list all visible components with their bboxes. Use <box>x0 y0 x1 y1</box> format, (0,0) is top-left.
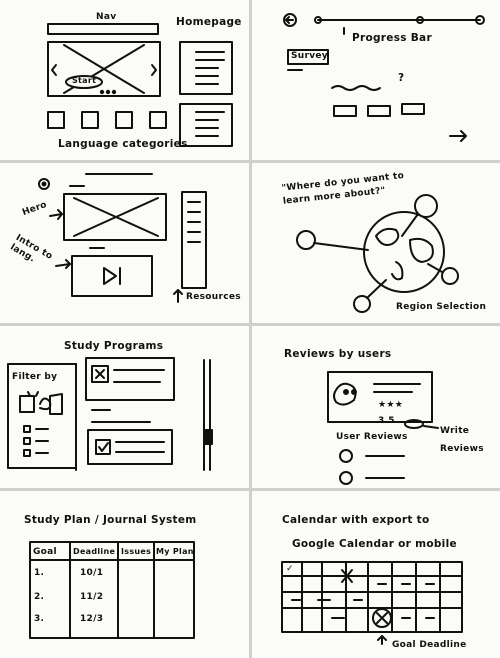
start-button <box>65 75 103 89</box>
calendar-grid <box>281 561 463 633</box>
program-checkbox <box>91 365 109 383</box>
homepage-panel <box>47 23 233 147</box>
mascot-icon <box>333 382 357 406</box>
reviews-panel <box>327 371 439 485</box>
progress-step <box>475 15 485 25</box>
back-arrow-icon <box>283 13 297 27</box>
row-2-deadline: 11/2 <box>80 592 104 602</box>
study-programs-title: Study Programs <box>64 340 164 352</box>
study-programs-panel <box>7 357 213 471</box>
resources-label: Resources <box>186 292 241 302</box>
plan-table <box>29 541 195 639</box>
col-deadline: Deadline <box>73 547 116 556</box>
user-reviews-label: User Reviews <box>336 432 408 442</box>
chevron-left-icon <box>51 64 57 76</box>
question-mark: ? <box>398 72 405 84</box>
filter-label: Filter by <box>12 372 58 382</box>
sidebar-box-2 <box>179 103 233 147</box>
answer-option <box>367 105 391 117</box>
region-selection-label: Region Selection <box>396 302 487 312</box>
nav-label: Nav <box>96 12 117 22</box>
survey-tab <box>287 49 329 65</box>
col-my-plan: My Plan <box>156 547 194 556</box>
review-card <box>327 371 433 423</box>
program-card <box>87 429 173 465</box>
write-review-button <box>404 419 424 429</box>
question-squiggle <box>331 85 381 91</box>
calendar-subtitle: Google Calendar or mobile <box>292 538 457 550</box>
col-issues: Issues <box>121 547 152 556</box>
hero-image <box>63 193 167 241</box>
region-pin <box>414 194 438 218</box>
avatar <box>339 449 353 463</box>
goal-deadline-label: Goal Deadline <box>392 640 467 650</box>
study-plan-panel <box>29 541 195 639</box>
back-icon <box>38 178 50 190</box>
row-2-goal: 2. <box>34 592 45 602</box>
region-pin <box>353 295 371 313</box>
start-button-label[interactable]: Start <box>72 76 97 85</box>
answer-option <box>333 105 357 117</box>
category-tile <box>47 111 65 129</box>
row-1-goal: 1. <box>34 568 45 578</box>
program-checkbox <box>95 439 111 455</box>
category-tile <box>115 111 133 129</box>
progress-bar-label: Progress Bar <box>352 32 432 44</box>
answer-option <box>401 103 425 115</box>
survey-tab-label[interactable]: Survey <box>291 51 328 61</box>
intro-video <box>71 255 153 297</box>
next-arrow-icon <box>449 130 467 142</box>
progress-step <box>314 16 322 24</box>
event-mark <box>341 569 353 583</box>
chevron-right-icon <box>151 64 157 76</box>
calendar-panel <box>281 561 463 645</box>
study-plan-title: Study Plan / Journal System <box>24 514 197 526</box>
filter-dove-icon <box>39 397 52 411</box>
col-goal: Goal <box>33 547 57 557</box>
category-tile <box>149 111 167 129</box>
column-separator <box>249 0 252 658</box>
homepage-title: Homepage <box>176 16 242 28</box>
progress-step <box>416 16 424 24</box>
reviews-title: Reviews by users <box>284 348 392 360</box>
region-pin <box>296 230 316 250</box>
categories-label: Language categories <box>58 138 188 150</box>
avatar <box>339 471 353 485</box>
language-intro-panel <box>38 173 207 303</box>
nav-bar <box>47 23 159 35</box>
scroll-thumb <box>203 429 213 445</box>
program-card <box>85 357 175 401</box>
row-3-deadline: 12/3 <box>80 614 104 624</box>
survey-panel <box>283 13 485 142</box>
globe-icon <box>363 211 445 293</box>
region-panel <box>296 194 459 313</box>
calendar-check: ✓ <box>286 564 294 574</box>
rating-value: 3.5 <box>378 416 395 426</box>
row-3-goal: 3. <box>34 614 45 624</box>
rating-stars: ★★★ <box>378 400 404 410</box>
region-pin <box>441 267 459 285</box>
filter-flag-icon <box>19 395 35 413</box>
filter-book-icon <box>49 393 63 415</box>
row-1-deadline: 10/1 <box>80 568 104 578</box>
category-tile <box>81 111 99 129</box>
calendar-title: Calendar with export to <box>282 514 430 526</box>
resources-panel <box>181 191 207 289</box>
play-icon <box>103 267 117 285</box>
write-reviews-label: Write Reviews <box>440 426 484 454</box>
sidebar-box <box>179 41 233 95</box>
hero-carousel <box>47 41 161 97</box>
goal-deadline-marker <box>372 608 392 628</box>
